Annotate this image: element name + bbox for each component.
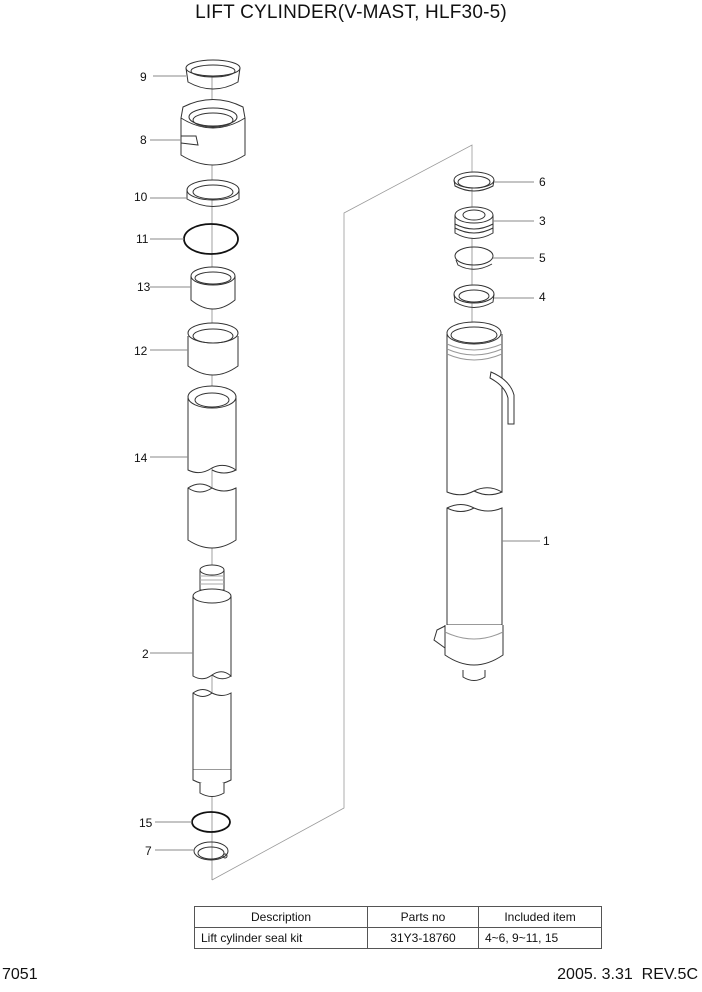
callout-15: 15 <box>139 816 153 830</box>
table-row: Lift cylinder seal kit 31Y3-18760 4~6, 9… <box>194 927 602 949</box>
callout-10: 10 <box>134 190 148 204</box>
callout-14: 14 <box>134 451 148 465</box>
part-9-ring <box>153 59 241 90</box>
part-2-rod-lower <box>192 689 232 797</box>
header-parts-no: Parts no <box>367 906 479 928</box>
seal-kit-table: Description Parts no Included item Lift … <box>194 906 602 949</box>
part-8-gland <box>150 99 246 166</box>
table-header-row: Description Parts no Included item <box>194 906 602 928</box>
part-10-ring <box>150 179 240 207</box>
callout-2: 2 <box>142 647 149 661</box>
callout-12: 12 <box>134 344 148 358</box>
part-5-splitring <box>454 246 534 270</box>
callout-1: 1 <box>543 534 550 548</box>
part-11-oring <box>150 223 239 255</box>
part-1-cylinder-lower <box>433 504 540 681</box>
cell-included-item: 4~6, 9~11, 15 <box>478 927 602 949</box>
page-title: LIFT CYLINDER(V-MAST, HLF30-5) <box>195 2 507 23</box>
callout-13: 13 <box>137 280 151 294</box>
cell-parts-no: 31Y3-18760 <box>367 927 479 949</box>
callout-8: 8 <box>140 133 147 147</box>
header-included-item: Included item <box>478 906 602 928</box>
part-1-cylinder-upper <box>446 321 515 496</box>
callout-5: 5 <box>539 251 546 265</box>
part-15-oring <box>155 811 231 833</box>
callout-9: 9 <box>140 70 147 84</box>
callout-4: 4 <box>539 290 546 304</box>
page-code: 7051 <box>2 966 38 983</box>
callout-11: 11 <box>136 232 149 246</box>
part-14-tube <box>150 385 237 474</box>
callout-6: 6 <box>539 175 546 189</box>
part-12-bushing <box>150 322 239 376</box>
callout-7: 7 <box>145 844 152 858</box>
part-2-rod <box>150 564 232 680</box>
callout-3: 3 <box>539 214 546 228</box>
part-13-bushing <box>150 266 236 310</box>
part-3-piston <box>454 206 534 239</box>
header-description: Description <box>194 906 368 928</box>
cell-description: Lift cylinder seal kit <box>194 927 368 949</box>
part-4-ring <box>453 284 534 308</box>
part-7-snapring <box>155 841 229 861</box>
part-14-tube-lower <box>187 483 237 549</box>
part-6-ring <box>453 171 534 192</box>
date-revision: 2005. 3.31 REV.5C <box>557 966 698 983</box>
